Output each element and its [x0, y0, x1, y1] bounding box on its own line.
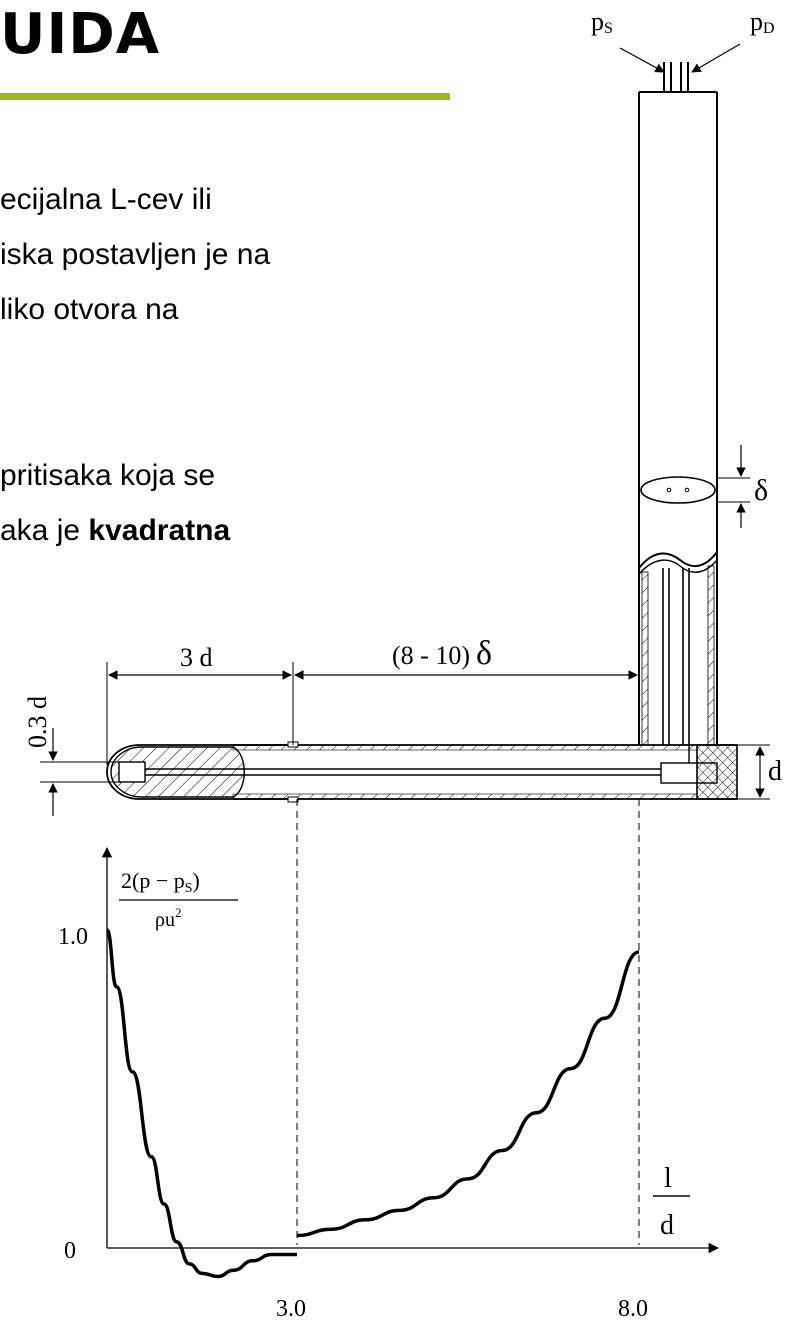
title-underline [0, 93, 450, 100]
text-line-2: iska postavljen je na [0, 238, 271, 271]
pd-arrow [691, 43, 741, 73]
vertical-stem [638, 62, 718, 746]
y-label-denominator: ρu2 [155, 905, 181, 931]
text-line-4: pritisaka koja se [0, 459, 216, 492]
label-03d: 0.3 d [23, 696, 52, 748]
text-line-5: aka je kvadratna [0, 513, 230, 549]
probe-dimensions: 3 d (8 - 10)δ 0.3 d d [23, 635, 782, 816]
y-tick-1: 1.0 [58, 924, 88, 950]
curve-series-1 [105, 928, 297, 1279]
text-line-5-plain: aka je [0, 514, 89, 547]
slide-title: UIDA [0, 2, 161, 67]
label-3d: 3 d [180, 643, 213, 672]
text-line-5-bold: kvadratna [88, 514, 231, 547]
x-tick-3: 3.0 [276, 1296, 306, 1322]
delta-dimension: δ [718, 445, 768, 528]
horizontal-probe [106, 741, 738, 803]
label-d: d [768, 756, 782, 787]
y-tick-0: 0 [64, 1238, 76, 1264]
curve-series-2 [296, 950, 640, 1238]
label-ps: pS [591, 7, 613, 37]
text-line-3: liko otvora na [0, 293, 179, 326]
label-delta: δ [754, 474, 768, 507]
x-label-numerator: l [664, 1163, 672, 1194]
ps-arrow [619, 47, 665, 73]
pressure-chart: 2(p − pS) ρu2 l d 1.0 0 3.0 8.0 [58, 846, 720, 1322]
text-line-1: ecijalna L-cev ili [0, 183, 212, 216]
series-layer [105, 928, 640, 1279]
x-tick-8: 8.0 [618, 1296, 648, 1322]
label-8-10: (8 - 10)δ [392, 635, 492, 672]
label-pd: pD [750, 7, 775, 37]
y-label-numerator: 2(p − pS) [121, 868, 200, 896]
x-label-denominator: d [660, 1210, 674, 1241]
